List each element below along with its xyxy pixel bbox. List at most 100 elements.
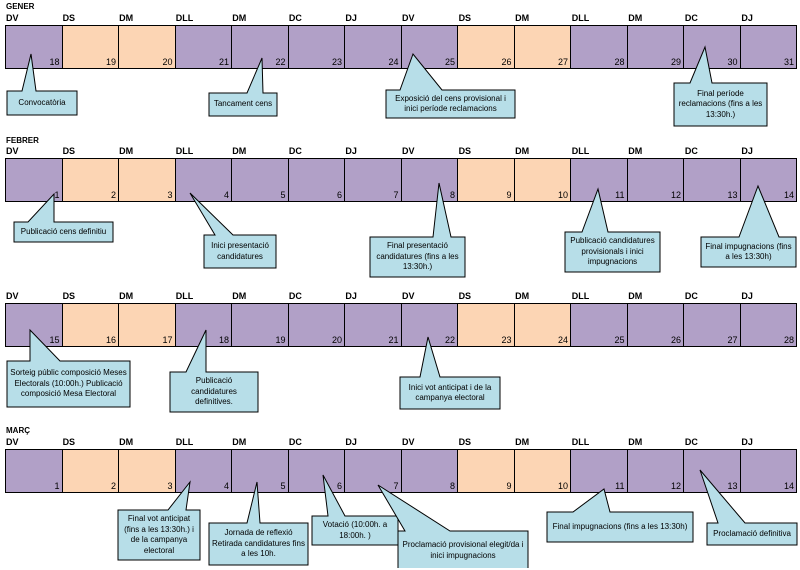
callout-text: Inici presentació candidatures xyxy=(211,241,269,261)
weekday-label: DV xyxy=(6,291,19,301)
weekday-label: DLL xyxy=(175,437,194,447)
day-number: 18 xyxy=(49,57,60,67)
day-cell: 8 xyxy=(401,159,458,201)
day-number: 10 xyxy=(557,190,568,200)
day-number: 12 xyxy=(670,190,681,200)
callout-text: Jornada de reflexió Retirada candidature… xyxy=(212,528,305,559)
day-number: 21 xyxy=(218,57,229,67)
weekday-label: DC xyxy=(288,146,302,156)
weekday-label: DM xyxy=(515,291,530,301)
weekday-label: DV xyxy=(6,13,19,23)
weekday-label: DM xyxy=(232,146,247,156)
day-cell: 26 xyxy=(627,304,684,346)
callout-text: Publicació candidatures definitives. xyxy=(191,376,237,407)
day-number: 13 xyxy=(727,190,738,200)
weekday-label: DJ xyxy=(741,437,753,447)
day-cell: 20 xyxy=(288,304,345,346)
day-number: 13 xyxy=(727,481,738,491)
weekday-label: DC xyxy=(684,437,698,447)
day-number: 7 xyxy=(393,481,399,491)
day-cell: 10 xyxy=(514,450,571,492)
day-number: 24 xyxy=(388,57,399,67)
month-label: GENER xyxy=(6,2,35,11)
day-number: 14 xyxy=(783,481,794,491)
weekday-label: DS xyxy=(62,437,76,447)
day-cell: 12 xyxy=(627,450,684,492)
day-cell: 6 xyxy=(288,450,345,492)
weekday-label: DJ xyxy=(345,437,357,447)
day-cell: 24 xyxy=(514,304,571,346)
day-cell: 25 xyxy=(571,304,628,346)
day-number: 23 xyxy=(331,57,342,67)
weekday-label: DLL xyxy=(175,291,194,301)
day-number: 22 xyxy=(275,57,286,67)
day-number: 28 xyxy=(783,335,794,345)
day-cell: 7 xyxy=(345,450,402,492)
callout-text: Proclamació definitiva xyxy=(713,528,791,538)
day-cell: 25 xyxy=(401,26,458,68)
weekday-label: DLL xyxy=(175,13,194,23)
weekday-label: DC xyxy=(684,13,698,23)
day-cell: 19 xyxy=(232,304,289,346)
weekday-label: DC xyxy=(684,146,698,156)
day-number: 27 xyxy=(557,57,568,67)
weekday-label: DLL xyxy=(175,146,194,156)
day-cell: 24 xyxy=(345,26,402,68)
weekday-label: DM xyxy=(628,146,643,156)
day-cell: 17 xyxy=(119,304,176,346)
day-cell: 10 xyxy=(514,159,571,201)
weekday-label: DS xyxy=(62,146,76,156)
day-cell: 14 xyxy=(740,450,796,492)
day-number: 10 xyxy=(557,481,568,491)
day-number: 12 xyxy=(670,481,681,491)
weekday-label: DS xyxy=(458,291,472,301)
day-cell: 28 xyxy=(571,26,628,68)
day-number: 1 xyxy=(54,481,60,491)
weekday-label: DM xyxy=(232,291,247,301)
weekday-label: DS xyxy=(62,13,76,23)
weekday-label: DC xyxy=(288,437,302,447)
day-number: 11 xyxy=(615,190,625,200)
day-number: 8 xyxy=(449,190,455,200)
day-number: 20 xyxy=(162,57,173,67)
weekday-label: DC xyxy=(684,291,698,301)
day-cell: 27 xyxy=(514,26,571,68)
weekday-label: DM xyxy=(119,291,134,301)
callout-text: Final impugnacions (fins a les 13:30h) xyxy=(552,521,688,531)
day-cell: 15 xyxy=(6,304,63,346)
callout-text: Convocatòria xyxy=(18,97,66,107)
weekday-label: DJ xyxy=(741,291,753,301)
day-cell: 12 xyxy=(627,159,684,201)
day-number: 29 xyxy=(670,57,681,67)
day-cell: 18 xyxy=(175,304,232,346)
weekday-label: DM xyxy=(119,146,134,156)
day-cell: 27 xyxy=(684,304,741,346)
weekday-label: DLL xyxy=(571,13,590,23)
weekday-label: DM xyxy=(628,13,643,23)
day-number: 3 xyxy=(167,190,173,200)
day-cell: 6 xyxy=(288,159,345,201)
day-number: 4 xyxy=(223,481,229,491)
day-cell: 23 xyxy=(458,304,515,346)
weekday-label: DV xyxy=(6,146,19,156)
day-number: 27 xyxy=(727,335,738,345)
day-number: 31 xyxy=(783,57,794,67)
weekday-label: DJ xyxy=(345,291,357,301)
day-number: 26 xyxy=(670,335,681,345)
weekday-label: DV xyxy=(402,13,415,23)
day-cell: 2 xyxy=(62,450,119,492)
weekday-label: DJ xyxy=(345,146,357,156)
day-number: 8 xyxy=(449,481,455,491)
day-number: 3 xyxy=(167,481,173,491)
day-cell: 31 xyxy=(740,26,796,68)
day-number: 4 xyxy=(223,190,229,200)
day-number: 7 xyxy=(393,190,399,200)
day-cell: 9 xyxy=(458,159,515,201)
day-number: 19 xyxy=(105,57,116,67)
weekday-label: DLL xyxy=(571,146,590,156)
day-number: 6 xyxy=(336,190,342,200)
callout-text: Exposició del cens provisional i inici p… xyxy=(395,93,506,114)
